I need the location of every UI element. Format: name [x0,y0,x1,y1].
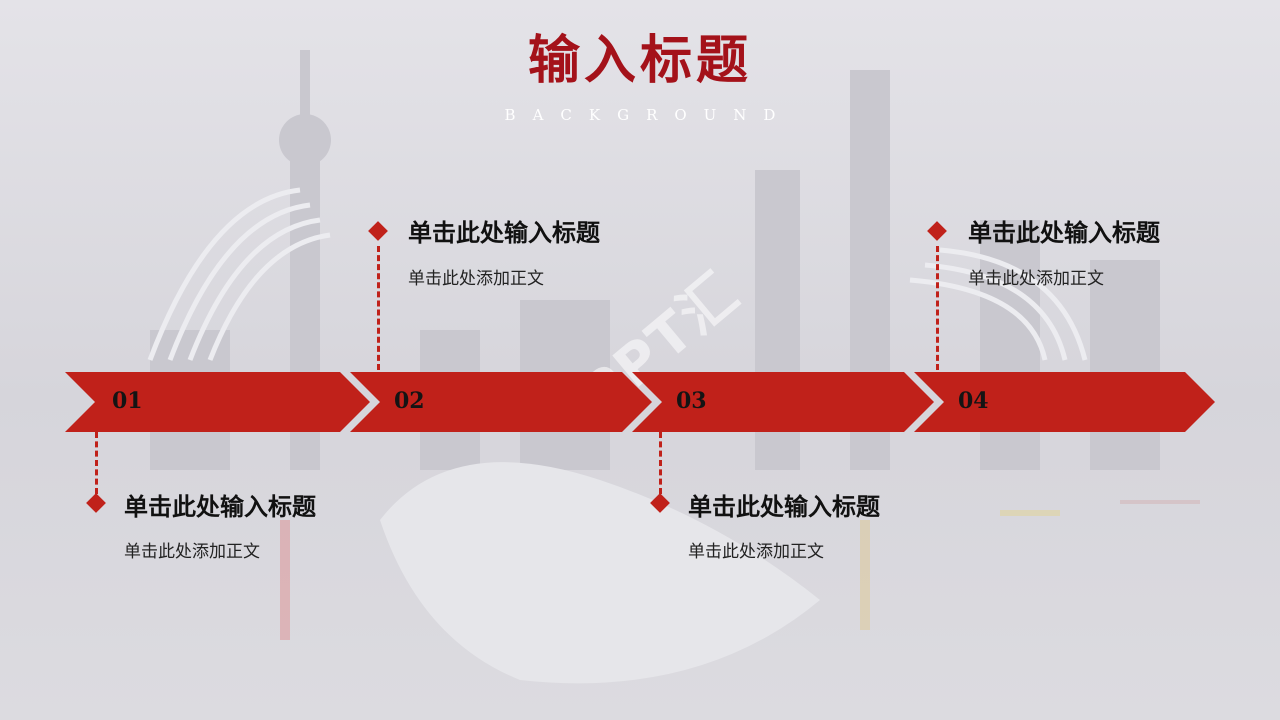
step-heading-03[interactable]: 单击此处输入标题 [688,492,880,521]
timeline-arrow-04 [914,372,1215,432]
timeline-arrow-03 [632,372,934,432]
step-body-02[interactable]: 单击此处添加正文 [408,269,544,289]
step-heading-04[interactable]: 单击此处输入标题 [968,218,1160,247]
connector-line-03 [659,432,662,494]
step-body-03[interactable]: 单击此处添加正文 [688,542,824,562]
connector-line-02 [377,246,380,370]
slide-subtitle: BACKGROUND [504,106,793,124]
connector-line-01 [95,432,98,494]
slide-title[interactable]: 输入标题 [527,30,752,91]
step-number-01: 01 [112,388,143,414]
step-heading-02[interactable]: 单击此处输入标题 [408,218,600,247]
connector-line-04 [936,246,939,370]
step-body-01[interactable]: 单击此处添加正文 [124,542,260,562]
step-number-02: 02 [394,388,425,414]
step-number-04: 04 [958,388,989,414]
timeline-arrow-02 [350,372,652,432]
step-number-03: 03 [676,388,707,414]
step-heading-01[interactable]: 单击此处输入标题 [124,492,316,521]
step-body-04[interactable]: 单击此处添加正文 [968,269,1104,289]
timeline-arrow-01 [65,372,370,432]
